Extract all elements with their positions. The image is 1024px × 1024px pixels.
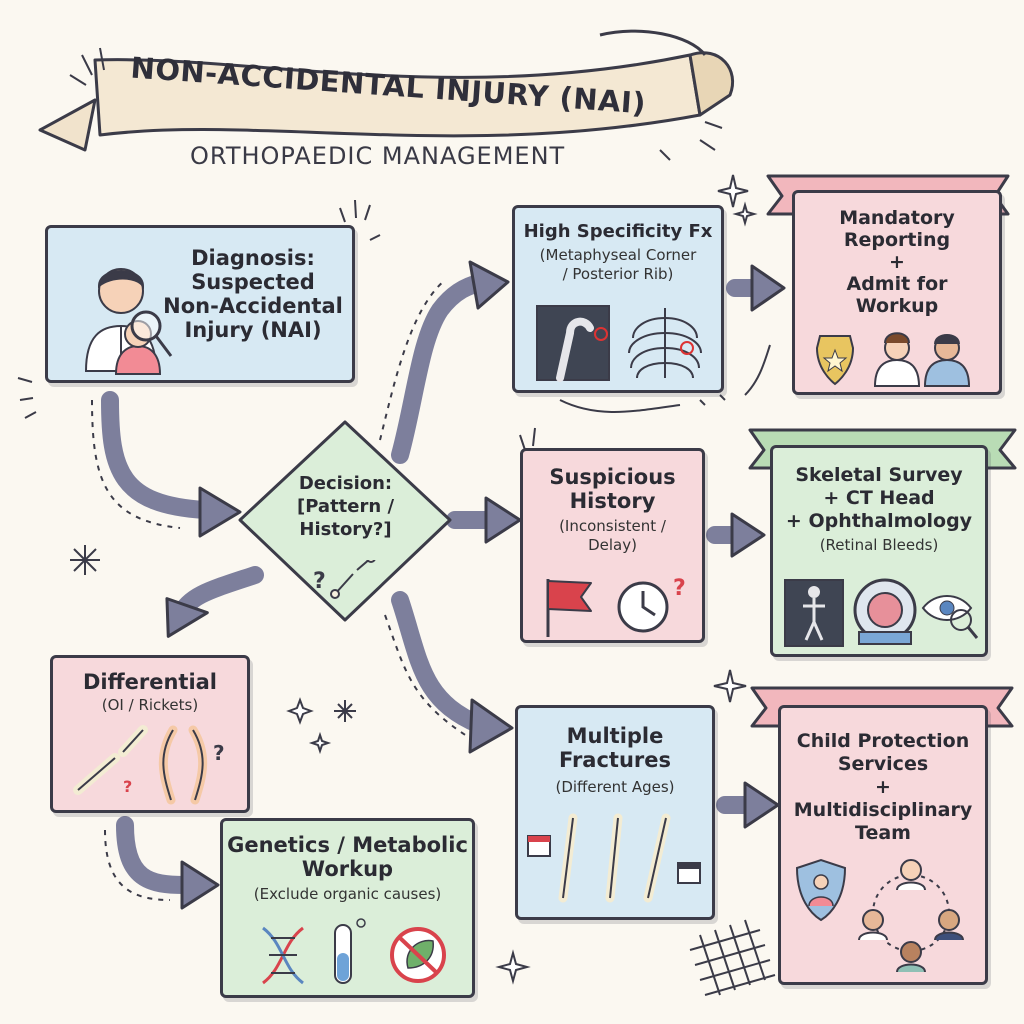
doctor-child-illustration xyxy=(84,268,173,375)
clock-icon xyxy=(617,581,669,633)
differential-icons: ? ? xyxy=(73,725,225,805)
broken-bone-icon xyxy=(330,560,376,599)
multiple-fractures-box[interactable]: Multiple Fractures (Different Ages) xyxy=(515,705,715,920)
no-leaf-icon xyxy=(390,927,446,983)
broken-bone-icon: ? xyxy=(73,725,148,796)
page-subtitle: ORTHOPAEDIC MANAGEMENT xyxy=(190,142,566,170)
calendar-icon xyxy=(677,862,701,884)
multiple-fractures-icons xyxy=(527,813,701,903)
skeleton-xray-icon xyxy=(784,579,844,647)
decision-icons: ? xyxy=(313,560,376,599)
multiple-fractures-subtitle: (Different Ages) xyxy=(555,778,675,796)
differential-title: Differential xyxy=(82,670,218,694)
suspicious-history-box[interactable]: Suspicious History (Inconsistent / Delay… xyxy=(520,448,705,643)
differential-subtitle: (OI / Rickets) xyxy=(101,696,199,714)
question-icon: ? xyxy=(123,777,132,796)
bowed-legs-icon xyxy=(158,725,208,805)
differential-box[interactable]: Differential (OI / Rickets) ? ? xyxy=(50,655,250,813)
eye-magnifier-icon xyxy=(921,595,979,639)
arrow-decision-highspec xyxy=(391,274,489,464)
bone-icon xyxy=(558,813,671,903)
child-protection-icons xyxy=(795,858,964,973)
dashed-accents xyxy=(91,279,471,901)
genetics-workup-box[interactable]: Genetics / Metabolic Workup (Exclude org… xyxy=(220,818,475,998)
red-flag-icon xyxy=(546,579,592,637)
skeletal-survey-box[interactable]: Skeletal Survey + CT Head + Ophthalmolog… xyxy=(770,445,988,657)
diagnosis-box[interactable]: Diagnosis: Suspected Non-Accidental Inju… xyxy=(45,225,355,383)
ribcage-icon xyxy=(628,308,702,379)
team-cycle-icon xyxy=(858,859,964,973)
arrow-differential-genetics xyxy=(116,816,194,894)
dna-icon xyxy=(262,926,304,985)
genetics-workup-title: Genetics / Metabolic Workup xyxy=(227,833,468,881)
title-banner xyxy=(38,29,735,152)
genetics-workup-subtitle: (Exclude organic causes) xyxy=(253,885,442,903)
child-protection-title: Child Protection Services + Multidiscipl… xyxy=(793,730,973,844)
ct-scanner-icon xyxy=(853,578,917,645)
skeletal-survey-title: Skeletal Survey + CT Head + Ophthalmolog… xyxy=(785,464,973,532)
suspicious-history-title: Suspicious History xyxy=(549,465,676,513)
arrow-decision-multiple xyxy=(391,591,489,734)
question-icon: ? xyxy=(213,741,225,765)
diagnosis-title: Diagnosis: Suspected Non-Accidental Inju… xyxy=(163,246,343,342)
test-tube-icon xyxy=(334,918,366,984)
skeletal-survey-icons xyxy=(784,578,979,647)
question-icon: ? xyxy=(673,576,686,601)
suspicious-history-icons: ? xyxy=(546,576,686,637)
multiple-fractures-title: Multiple Fractures xyxy=(558,724,672,772)
sparkles xyxy=(17,47,776,996)
genetics-workup-icons xyxy=(262,918,446,985)
mandatory-reporting-box[interactable]: Mandatory Reporting + Admit for Workup xyxy=(792,190,1002,395)
decision-node[interactable]: Decision: [Pattern / History?] xyxy=(296,473,395,540)
calendar-icon xyxy=(527,835,551,857)
suspicious-history-subtitle: (Inconsistent / Delay) xyxy=(559,517,666,554)
magnifier-icon xyxy=(130,310,173,357)
xray-femur-icon xyxy=(536,305,610,382)
nurse-icon xyxy=(873,332,921,387)
arrow-diagnosis-decision xyxy=(101,391,214,519)
police-badge-icon xyxy=(815,335,855,386)
high-specificity-box[interactable]: High Specificity Fx (Metaphyseal Corner … xyxy=(512,205,724,393)
skeletal-survey-subtitle: (Retinal Bleeds) xyxy=(819,536,939,554)
arrow-heads xyxy=(165,260,786,910)
question-icon: ? xyxy=(313,569,326,594)
high-specificity-title: High Specificity Fx xyxy=(523,221,713,242)
high-specificity-subtitle: (Metaphyseal Corner / Posterior Rib) xyxy=(539,246,697,283)
mandatory-reporting-icons xyxy=(815,332,971,387)
high-specificity-icons xyxy=(536,305,702,382)
mandatory-reporting-title: Mandatory Reporting + Admit for Workup xyxy=(839,207,955,317)
child-protection-box[interactable]: Child Protection Services + Multidiscipl… xyxy=(778,705,988,985)
doctor-icon xyxy=(923,334,971,387)
shield-child-icon xyxy=(795,858,847,922)
